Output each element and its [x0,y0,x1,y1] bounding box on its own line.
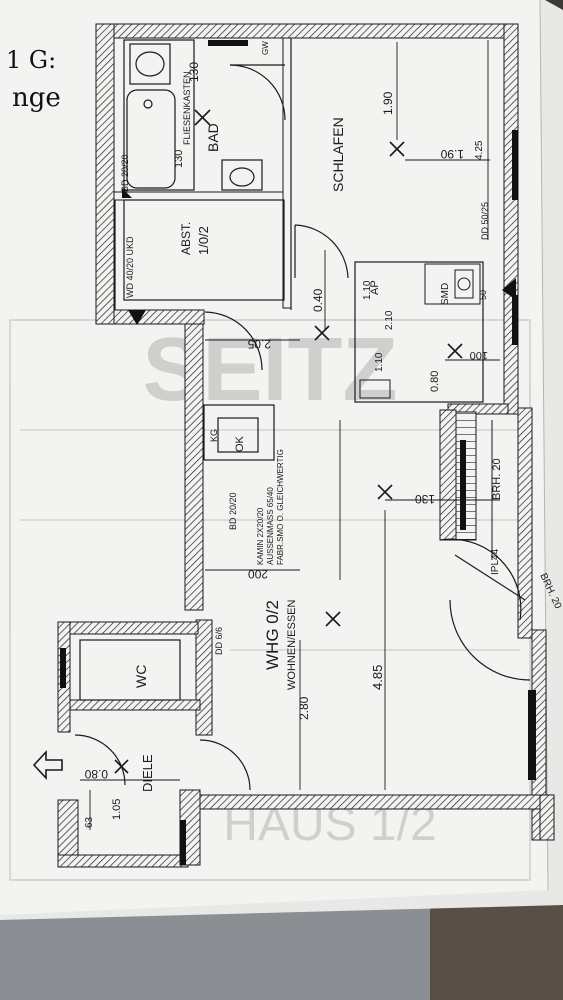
note-kamin-2: AUSSENMASS 65/40 [266,487,275,565]
note-brh-1: BRH. 20 [491,458,503,500]
dim-205: 2.05 [247,337,271,351]
dim-130-bath: 130 [173,150,185,168]
dim-100: 100 [470,349,488,361]
dim-190-a: 1.90 [381,91,395,115]
dim-110-ap: 1.10 [362,280,373,300]
note-bd-kamin: BD 20/20 [228,492,238,530]
note-wd: WD 40/20 UKD [125,236,135,298]
room-wc: WC [133,665,149,688]
bathtub [126,89,176,189]
dim-50: 50 [478,290,488,300]
dim-190-b: 1.90 [440,147,464,161]
room-schlafen: SCHLAFEN [330,117,346,192]
label-smd: SMD [440,283,451,305]
room-abst: ABST. [179,222,193,255]
handwriting-line-2: nge [12,83,61,113]
note-bd-bad: BD 20/20 [120,154,130,192]
note-dd-right: DD 50/25 [480,202,490,240]
handwriting-line-1: 1 G: [6,46,56,74]
note-dd-left: DD 6/6 [214,627,224,655]
room-wohnen-essen: WOHNEN/ESSEN [286,599,298,690]
dim-200: 200 [248,567,268,581]
dim-110-ap-2: 1.10 [374,352,385,372]
label-kg: KG [209,429,219,442]
entrance-arrow [32,749,63,781]
dim-130-living: 130 [415,492,435,506]
room-bad: BAD [205,123,221,152]
label-gw-top: GW [261,41,270,55]
dim-63: 63 [84,816,95,828]
dim-425: 4.25 [474,140,485,160]
dim-080-diele: 0.80 [84,767,108,781]
sink-bath [129,43,171,85]
dim-105: 1.05 [111,799,123,820]
dim-210: 2.10 [384,310,395,330]
label-fliesenkasten: FLIESENKASTEN [182,71,192,145]
dim-280: 2.80 [297,696,311,720]
room-whg: WHG 0/2 [263,600,282,670]
windows [60,40,536,865]
note-kamin-3: FABR.SMO O. GLEICHWERTIG [276,449,285,565]
note-kamin-1: KAMIN 2X20/20 [256,507,265,565]
walls [57,23,555,868]
dim-485: 4.85 [370,665,385,690]
dim-040: 0.40 [311,288,325,312]
dim-130-top: 130 [187,62,201,82]
label-ok: OK [234,435,246,452]
room-diele: DIELE [140,754,155,792]
label-ap: AP [369,280,381,295]
note-pl: IPL44 [490,548,501,575]
cloth-background [0,905,430,1000]
dim-080-a: 0.80 [429,371,441,392]
room-abst-number: 1/0/2 [196,226,211,255]
